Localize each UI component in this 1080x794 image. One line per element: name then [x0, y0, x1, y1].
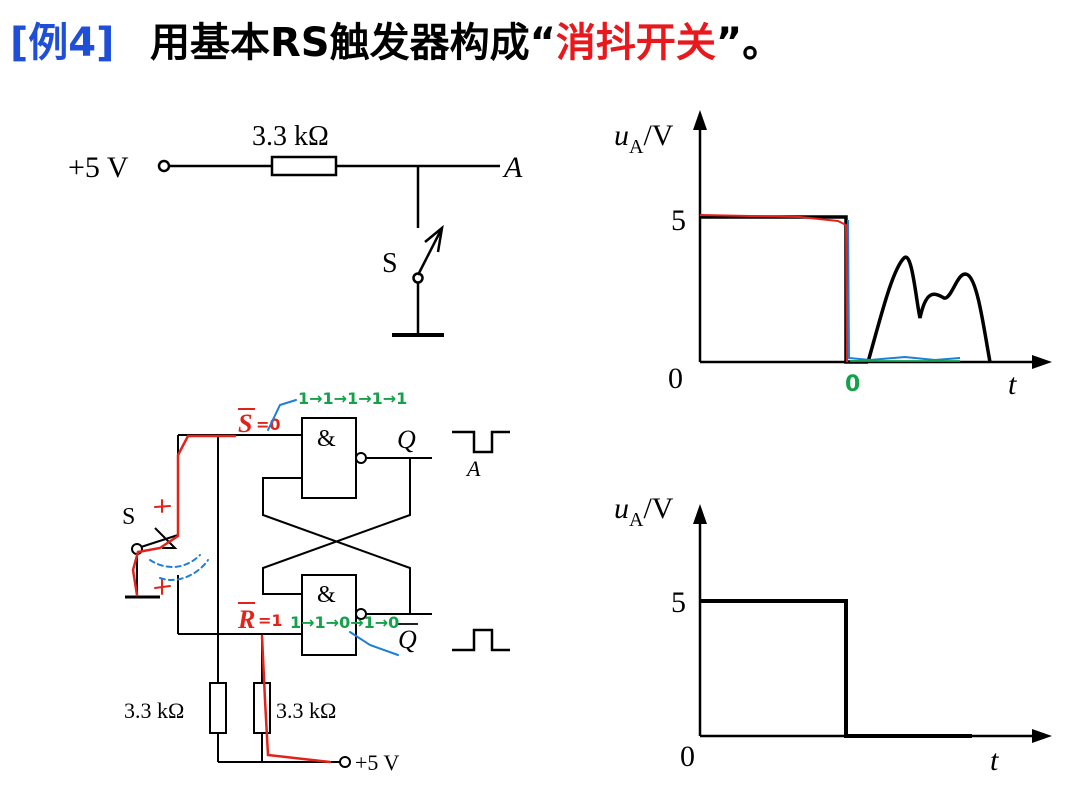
bottom-graph-ylabel: uA/V — [614, 492, 674, 531]
top-graph-ylabel: uA/V — [614, 119, 674, 158]
switch-blade — [416, 227, 444, 276]
title-open-quote: “ — [530, 20, 556, 66]
switch-arrow — [424, 224, 444, 253]
top-graph-red-annotation — [699, 214, 848, 363]
bottom-sequence-annotation: 1→1→0→1→0 — [290, 613, 399, 632]
latch-supply-label: +5 V — [355, 750, 400, 775]
top-graph-origin: 0 — [668, 362, 683, 395]
bottom-graph-ytick-5: 5 — [671, 586, 686, 619]
bottom-graph-origin: 0 — [680, 740, 695, 773]
top-graph-annot-zero: 0 — [845, 372, 860, 397]
bottom-graph-x-arrow — [1032, 729, 1052, 743]
top-graph-x-arrow — [1032, 355, 1052, 369]
switch-contact — [412, 272, 424, 284]
node-a-label: A — [502, 151, 523, 184]
latch-input-labels: S =0 R =1 — [237, 408, 283, 634]
rs-latch-circuit: & & Q Q S 3.3 kΩ 3.3 — [122, 417, 510, 775]
bottom-graph: uA/V 5 0 t — [614, 492, 1052, 777]
nand-gate-top-bubble — [355, 452, 367, 464]
top-graph-bounce-waveform — [866, 255, 992, 363]
resistor-right-label: 3.3 kΩ — [276, 698, 336, 723]
bottom-graph-xlabel: t — [990, 744, 999, 777]
red-ink-trace-r — [260, 634, 332, 764]
nand-gate-top-symbol: & — [317, 426, 336, 452]
s-bar-label: S — [238, 409, 252, 438]
blue-ink-switch-motion — [149, 554, 209, 581]
qbar-label: Q — [398, 625, 417, 654]
handwritten-annotations: 1→1→1→1→1 1→1→0→1→0 — [131, 389, 407, 764]
latch-switch-label: S — [122, 504, 135, 530]
bottom-graph-waveform — [700, 599, 972, 738]
resistor-left-label: 3.3 kΩ — [124, 698, 184, 723]
title-close-quote: ”。 — [716, 20, 782, 66]
top-graph-xlabel: t — [1008, 368, 1017, 401]
wire-cross-qbar — [262, 477, 411, 614]
s-value-annotation: =0 — [256, 415, 281, 434]
supply-terminal — [157, 159, 171, 173]
top-graph: uA/V 5 0 t 0 — [614, 110, 1052, 401]
red-ink-mark-2 — [154, 579, 171, 595]
qbar-pulse-symbol — [452, 628, 510, 652]
resistor-top — [270, 155, 338, 177]
latch-supply-terminal — [339, 756, 351, 768]
red-ink-trace-s — [131, 434, 237, 597]
q-label: Q — [397, 425, 416, 454]
top-circuit: +5 V 3.3 kΩ A S — [68, 121, 523, 337]
resistor-top-label: 3.3 kΩ — [252, 121, 329, 152]
nand-gate-bottom-symbol: & — [317, 582, 336, 608]
latch-switch-arrow — [154, 527, 178, 549]
top-graph-waveform-step — [700, 215, 868, 364]
title-main: 用基本RS触发器构成 — [150, 20, 530, 66]
top-graph-blue-annotation — [847, 219, 961, 362]
bottom-graph-y-arrow — [693, 504, 707, 524]
top-sequence-annotation: 1→1→1→1→1 — [298, 389, 407, 408]
blue-ink-arrow-top — [267, 399, 297, 431]
r-bar-label: R — [237, 605, 255, 634]
example-tag: [例4] — [10, 20, 114, 66]
q-pulse-symbol — [452, 430, 510, 454]
latch-switch-blade — [140, 534, 179, 548]
r-value-annotation: =1 — [258, 611, 283, 630]
wire-cross-q — [262, 458, 411, 595]
title-highlight: 消抖开关 — [556, 20, 716, 66]
slide-title: [例4] 用基本RS触发器构成“消抖开关”。 — [10, 20, 782, 66]
red-ink-mark-1 — [154, 499, 171, 513]
supply-label: +5 V — [68, 151, 129, 184]
latch-a-label: A — [465, 456, 481, 481]
top-graph-ytick-5: 5 — [671, 204, 686, 237]
title-text: 用基本RS触发器构成“消抖开关”。 — [150, 20, 782, 66]
resistor-left — [209, 682, 227, 734]
switch-label: S — [382, 248, 398, 279]
top-graph-y-arrow — [693, 110, 707, 130]
blue-ink-arrow-bottom — [349, 631, 399, 656]
